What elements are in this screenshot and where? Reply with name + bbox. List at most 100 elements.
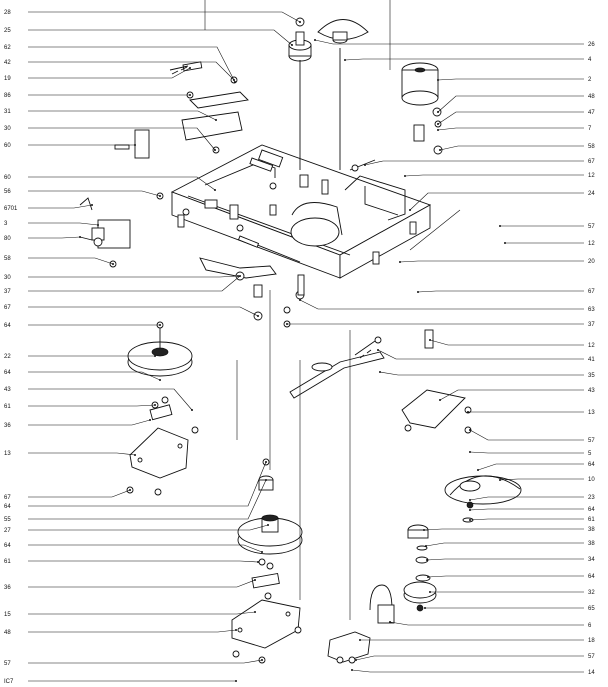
callout-label: 22	[4, 354, 11, 360]
callout-label: 12	[588, 241, 595, 247]
left-callout: 15	[4, 611, 256, 618]
callout-label: 38	[588, 541, 595, 547]
right-callout: 64	[427, 574, 595, 580]
right-callout: 38	[425, 541, 595, 547]
callout-label: 64	[588, 507, 595, 513]
leader-line	[28, 461, 267, 507]
leader-line	[469, 451, 584, 454]
leader-line	[28, 524, 269, 531]
callout-label: 37	[588, 322, 595, 328]
callout-label: 13	[588, 410, 595, 416]
callout-label: 30	[4, 126, 11, 132]
leader-dot	[239, 275, 241, 277]
right-callout: 12	[429, 339, 595, 349]
callout-label: 32	[588, 590, 595, 596]
callout-label: 6701	[4, 206, 18, 212]
leader-line	[28, 236, 81, 239]
right-callout: 4	[344, 57, 592, 63]
left-callout: 22	[4, 354, 156, 360]
leader-line	[28, 222, 99, 226]
left-callouts: 2825624219863130606056670138058303767642…	[4, 10, 301, 685]
leader-line	[355, 655, 584, 661]
leader-dot	[257, 561, 259, 563]
callout-label: 38	[588, 527, 595, 533]
callout-label: 64	[4, 504, 11, 510]
right-callout: 65	[424, 606, 595, 612]
left-callout: 67	[4, 305, 259, 317]
callout-label: 30	[4, 275, 11, 281]
leader-dot	[429, 591, 431, 593]
leader-line	[28, 371, 161, 381]
callout-label: 57	[588, 654, 595, 660]
leader-line	[469, 508, 584, 511]
callout-label: 12	[588, 173, 595, 179]
callout-label: 31	[4, 109, 11, 115]
right-callout: 57	[499, 224, 595, 230]
leader-line	[28, 190, 161, 197]
leader-dot	[424, 607, 426, 609]
leader-dot	[377, 349, 379, 351]
leader-dot	[469, 499, 471, 501]
leader-dot	[267, 524, 269, 526]
leader-dot	[399, 261, 401, 263]
leader-line	[28, 611, 256, 615]
left-callout: 62	[4, 45, 236, 83]
callout-label: 23	[588, 495, 595, 501]
right-callout: 67	[364, 159, 595, 166]
leader-line	[28, 176, 216, 191]
leader-dot	[404, 175, 406, 177]
callout-label: 10	[588, 477, 595, 483]
leader-dot	[79, 236, 81, 238]
callout-label: 63	[588, 307, 595, 313]
left-callout: 6701	[4, 204, 93, 212]
callout-label: 12	[588, 343, 595, 349]
leader-line	[28, 67, 191, 79]
callout-label: 28	[4, 10, 11, 16]
left-callout: 61	[4, 559, 259, 565]
right-callout: 35	[379, 371, 595, 379]
callout-label: 37	[4, 289, 11, 295]
callout-label: 7	[588, 126, 592, 132]
leader-line	[28, 452, 136, 456]
callout-label: 4	[588, 57, 592, 63]
leader-dot	[439, 149, 441, 151]
leader-dot	[429, 339, 431, 341]
left-callout: 58	[4, 256, 114, 265]
leader-line	[364, 160, 584, 166]
leader-dot	[469, 509, 471, 511]
callout-label: IC7	[4, 679, 14, 685]
right-callout: 47	[437, 110, 595, 125]
leader-line	[344, 58, 584, 61]
leader-dot	[467, 411, 469, 413]
leader-line	[477, 463, 584, 471]
callout-label: 55	[4, 517, 11, 523]
leader-dot	[437, 79, 439, 81]
leader-dot	[189, 67, 191, 69]
leader-line	[423, 528, 584, 531]
callout-label: 56	[4, 189, 11, 195]
callout-label: 61	[4, 404, 11, 410]
leader-line	[28, 204, 93, 209]
left-callout: 3	[4, 221, 99, 227]
leader-dot	[437, 129, 439, 131]
left-callout: 80	[4, 236, 81, 242]
callout-label: 58	[588, 144, 595, 150]
leader-line	[28, 479, 267, 520]
left-callout: 13	[4, 451, 136, 457]
leader-dot	[154, 404, 156, 406]
left-callout: 86	[4, 93, 191, 99]
callout-label: 64	[4, 543, 11, 549]
left-callout: 64	[4, 543, 263, 553]
callout-label: 67	[588, 289, 595, 295]
callout-label: 61	[4, 559, 11, 565]
right-callout: 7	[437, 126, 592, 132]
callout-label: 61	[588, 517, 595, 523]
left-callout: 64	[4, 461, 267, 510]
leader-line	[399, 260, 584, 263]
left-callout: 36	[4, 579, 256, 591]
leader-dot	[261, 659, 263, 661]
callout-label: 15	[4, 612, 11, 618]
leader-dot	[504, 242, 506, 244]
left-callout: 37	[4, 275, 241, 295]
leader-line	[439, 145, 584, 151]
